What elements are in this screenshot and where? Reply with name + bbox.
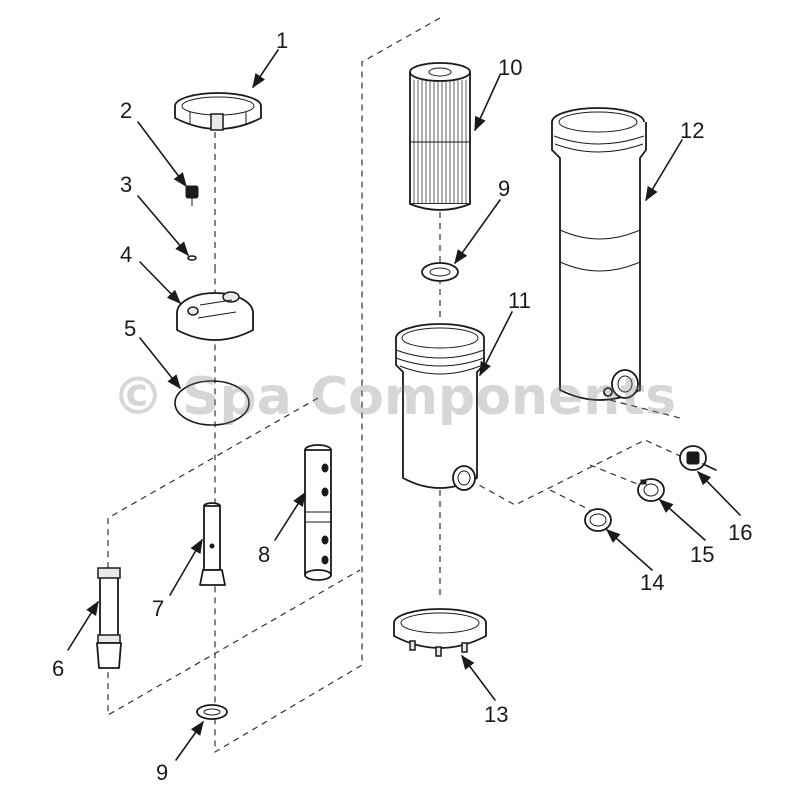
assembly-guide-lines: [107, 17, 701, 754]
callout-11: 11: [508, 288, 531, 313]
part-3-small-oring: [187, 255, 197, 261]
callout-12: 12: [680, 118, 704, 143]
part-8-center-pipe: [304, 444, 332, 581]
part-11-filter-housing: [395, 323, 485, 491]
part-5-lid-oring: [174, 380, 250, 426]
callout-7: 7: [152, 596, 164, 621]
callout-10: 10: [498, 55, 522, 80]
part-7-skimmer-tube: [199, 502, 226, 586]
watermark-text: © Spa Components: [112, 367, 676, 427]
part-15-union-fitting: [637, 478, 665, 502]
callout-6: 6: [52, 656, 64, 681]
part-12-tall-housing: [551, 107, 647, 401]
callout-arrows: [67, 49, 741, 761]
callout-2: 2: [120, 98, 132, 123]
part-2-knob: [185, 185, 199, 206]
part-1-top-lock-ring: [174, 92, 262, 131]
part-9-gasket-lower: [196, 704, 228, 720]
callout-14: 14: [640, 570, 664, 595]
callout-15: 15: [690, 542, 714, 567]
part-10-filter-cartridge: [409, 62, 471, 211]
callout-8: 8: [258, 542, 270, 567]
callout-5: 5: [124, 316, 136, 341]
part-14-union-nut: [584, 508, 612, 532]
callout-9-lower: 9: [156, 760, 168, 785]
callout-3: 3: [120, 172, 132, 197]
part-4-lid: [176, 291, 254, 341]
part-9-gasket-upper: [421, 262, 459, 282]
callout-13: 13: [484, 702, 508, 727]
part-16-drain-valve: [679, 445, 717, 471]
callout-4: 4: [120, 242, 132, 267]
part-13-bottom-lock-ring: [393, 608, 487, 657]
part-6-standpipe: [96, 567, 122, 669]
callout-9-upper: 9: [498, 176, 510, 201]
callout-1: 1: [276, 28, 288, 53]
callout-16: 16: [728, 520, 752, 545]
callout-labels: 1 2 3 4 5 6 7 8 9 9 10 11 12 13 14 15 16: [52, 28, 752, 785]
